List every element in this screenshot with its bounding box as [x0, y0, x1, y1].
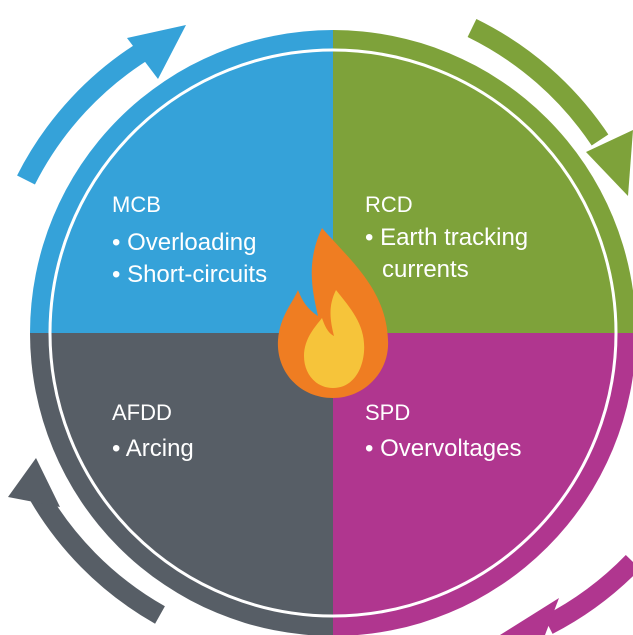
cycle-arrow-slate: [8, 458, 165, 624]
arrow-icon: [8, 458, 60, 507]
mcb-line-1: • Overloading: [112, 229, 256, 256]
rcd-title: RCD: [365, 192, 413, 217]
afdd-line-1: • Arcing: [112, 435, 194, 462]
afdd-title: AFDD: [112, 400, 172, 425]
cycle-arrow-blue: [17, 25, 186, 185]
rcd-line-1: • Earth tracking: [365, 224, 528, 251]
spd-label-group: SPD • Overvoltages: [365, 400, 521, 462]
arrow-icon: [500, 598, 559, 635]
cycle-arrow-magenta: [500, 554, 633, 635]
mcb-line-2: • Short-circuits: [112, 261, 267, 288]
quadrant-rcd: [333, 30, 633, 333]
rcd-line-2: currents: [382, 256, 469, 283]
afdd-label-group: AFDD • Arcing: [112, 400, 194, 462]
rcd-label-group: RCD • Earth tracking currents: [365, 192, 528, 283]
mcb-title: MCB: [112, 192, 161, 217]
spd-title: SPD: [365, 400, 410, 425]
spd-line-1: • Overvoltages: [365, 435, 521, 462]
inner-ring: [48, 48, 618, 618]
arrow-icon: [586, 130, 633, 196]
mcb-label-group: MCB • Overloading • Short-circuits: [112, 192, 267, 288]
arrow-icon: [127, 25, 186, 79]
cycle-arrow-green: [467, 19, 633, 196]
fire-icon: [277, 228, 389, 398]
quadrant-afdd: [30, 333, 333, 635]
